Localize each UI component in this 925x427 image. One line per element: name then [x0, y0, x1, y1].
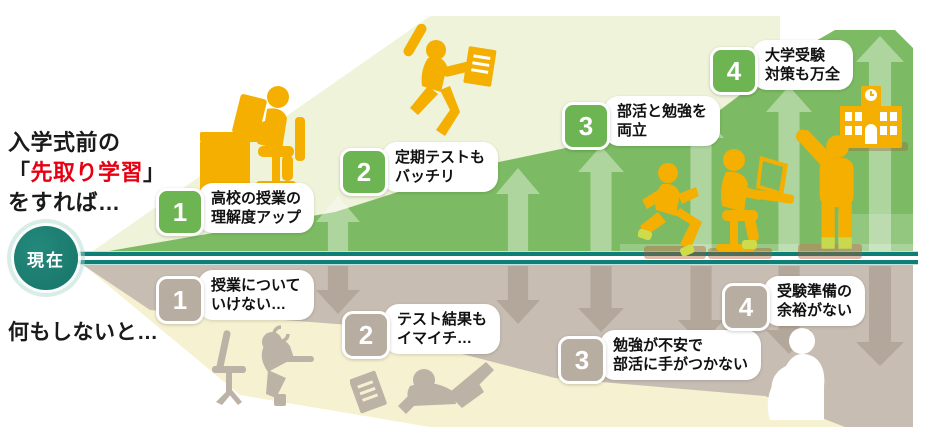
slumped-student-icon: [208, 322, 316, 408]
top-step-4-line1: 大学受験: [765, 47, 826, 64]
bottom-step-4-line2: 余裕がない: [777, 302, 853, 319]
top-step-1-bubble: 高校の授業の 理解度アップ: [198, 183, 315, 233]
top-step-4-line2: 対策も万全: [765, 66, 841, 83]
jumping-student-icon: [392, 24, 504, 138]
bottom-step-2-line1: テスト結果も: [397, 311, 488, 328]
title-line3: をすれば…: [8, 190, 121, 215]
top-step-2-line2: バッチリ: [395, 168, 456, 185]
running-student-icon: [638, 162, 722, 260]
top-step-1-badge: 1: [156, 188, 204, 236]
top-step-4-badge: 4: [710, 47, 758, 95]
bottom-step-1-bubble: 授業について いけない…: [198, 270, 314, 320]
bottom-step-2-badge: 2: [342, 311, 390, 359]
bottom-step-3-line1: 勉強が不安で: [613, 337, 704, 354]
top-step-2-badge: 2: [340, 148, 388, 196]
bottom-step-3-line2: 部活に手がつかない: [613, 356, 749, 373]
bottom-step-2-line2: イマイチ…: [397, 330, 473, 347]
bottom-step-4-badge: 4: [722, 283, 770, 331]
student-at-desk-icon: [198, 84, 320, 194]
huddled-student-icon: [764, 326, 848, 420]
page-title: 入学式前の 「先取り学習」 をすれば…: [8, 128, 166, 218]
top-step-3-bubble: 部活と勉強を 両立: [604, 96, 721, 146]
bottom-step-1-line2: いけない…: [211, 296, 287, 313]
top-step-3-badge: 3: [562, 102, 610, 150]
title-bracket-open: 「: [8, 160, 31, 185]
top-step-2-bubble: 定期テストも バッチリ: [382, 142, 499, 192]
title-highlight: 先取り学習: [30, 160, 144, 185]
timeline: [44, 251, 918, 265]
bottom-step-3-badge: 3: [558, 336, 606, 384]
top-step-1-line2: 理解度アップ: [211, 209, 302, 226]
top-step-4-bubble: 大学受験 対策も万全: [752, 40, 854, 90]
bottom-step-1-line1: 授業について: [211, 277, 301, 294]
title-bracket-close: 」: [143, 160, 166, 185]
bottom-step-2-bubble: テスト結果も イマイチ…: [384, 304, 501, 354]
now-badge: 現在: [14, 226, 78, 290]
bottom-step-4-line1: 受験準備の: [777, 283, 853, 300]
bottom-step-3-bubble: 勉強が不安で 部活に手がつかない: [600, 330, 762, 380]
fallen-student-icon: [350, 352, 502, 427]
title-line2: 「先取り学習」: [8, 158, 166, 188]
bottom-caption: 何もしないと…: [8, 321, 159, 344]
title-line1: 入学式前の: [8, 130, 121, 155]
top-step-3-line1: 部活と勉強を: [617, 103, 708, 120]
figure-shadow: [708, 248, 772, 259]
top-step-1-line1: 高校の授業の: [211, 190, 302, 207]
bottom-step-4-bubble: 受験準備の 余裕がない: [764, 276, 866, 326]
green-light-band: [620, 244, 913, 255]
now-label: 現在: [27, 250, 65, 270]
top-step-3-line2: 両立: [617, 122, 648, 139]
bottom-step-1-badge: 1: [156, 276, 204, 324]
top-step-2-line1: 定期テストも: [395, 149, 486, 166]
school-building-icon: [840, 86, 902, 148]
laptop-student-icon: [702, 148, 796, 256]
